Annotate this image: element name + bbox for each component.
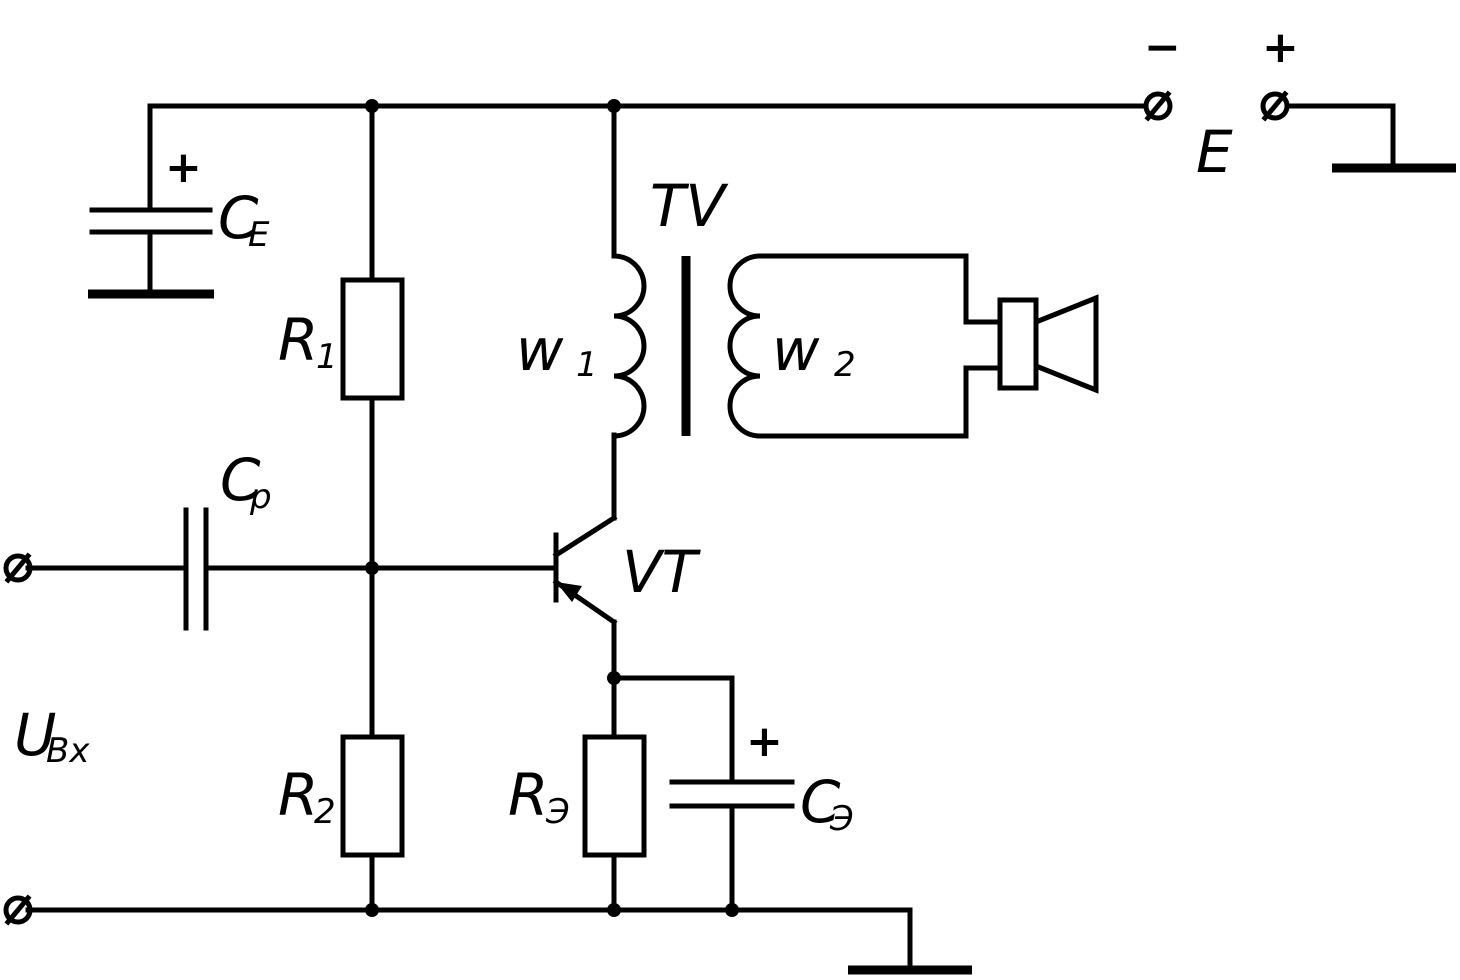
c3-label-sub: Э: [829, 799, 854, 839]
ce-label: C: [218, 184, 259, 252]
capacitor-ce: [88, 207, 214, 299]
input-terminals: [3, 552, 33, 926]
transformer-tv: [611, 103, 1003, 439]
ce-plus-sign: +: [165, 142, 202, 193]
c3-label: C: [800, 768, 841, 836]
junction-dot: [607, 671, 621, 685]
w1-label: w: [516, 316, 564, 384]
resistor-r2: [340, 734, 405, 913]
junction-dot: [365, 903, 379, 917]
cp-label-sub: p: [249, 477, 272, 517]
tv-label: TV: [650, 172, 729, 240]
junction-dot: [607, 903, 621, 917]
junction-dot: [365, 561, 379, 575]
junction-dot: [725, 903, 739, 917]
r2-label-sub: 2: [314, 792, 336, 832]
supply-terminals: [1143, 90, 1456, 173]
junction-dot: [607, 99, 621, 113]
uin-label-sub: Bx: [46, 731, 90, 771]
input-terminal-top-icon: [3, 553, 33, 583]
r2-label: R: [278, 761, 318, 829]
uin-label: U: [14, 701, 56, 769]
c3-plus-sign: +: [746, 716, 783, 767]
resistor-re: [582, 675, 647, 913]
plus-sign: +: [1262, 22, 1299, 73]
junction-dots: [365, 99, 739, 917]
bottom-rail: [25, 907, 972, 975]
cp-label: C: [220, 446, 261, 514]
transistor-vt: [552, 432, 618, 681]
vt-label: VT: [622, 538, 702, 606]
emitter-arrow-icon: [556, 582, 582, 602]
input-line: [25, 507, 559, 631]
resistor-r1: [340, 103, 405, 740]
minus-terminal-icon: [1143, 91, 1173, 121]
w1-label-sub: 1: [576, 345, 598, 385]
top-rail: [147, 103, 1146, 210]
e-label: E: [1196, 118, 1233, 186]
r1-label: R: [278, 306, 318, 374]
input-terminal-bottom-icon: [3, 895, 33, 925]
minus-sign: −: [1144, 22, 1181, 73]
r1-label-sub: 1: [316, 337, 338, 377]
w2-label: w: [772, 316, 820, 384]
ce-label-sub: E: [248, 215, 270, 255]
re-label-sub: Э: [545, 792, 570, 832]
w2-label-sub: 2: [834, 345, 856, 385]
loudspeaker-icon: [997, 294, 1099, 394]
junction-dot: [365, 99, 379, 113]
re-label: R: [508, 761, 548, 829]
capacitor-c3: [611, 675, 795, 913]
